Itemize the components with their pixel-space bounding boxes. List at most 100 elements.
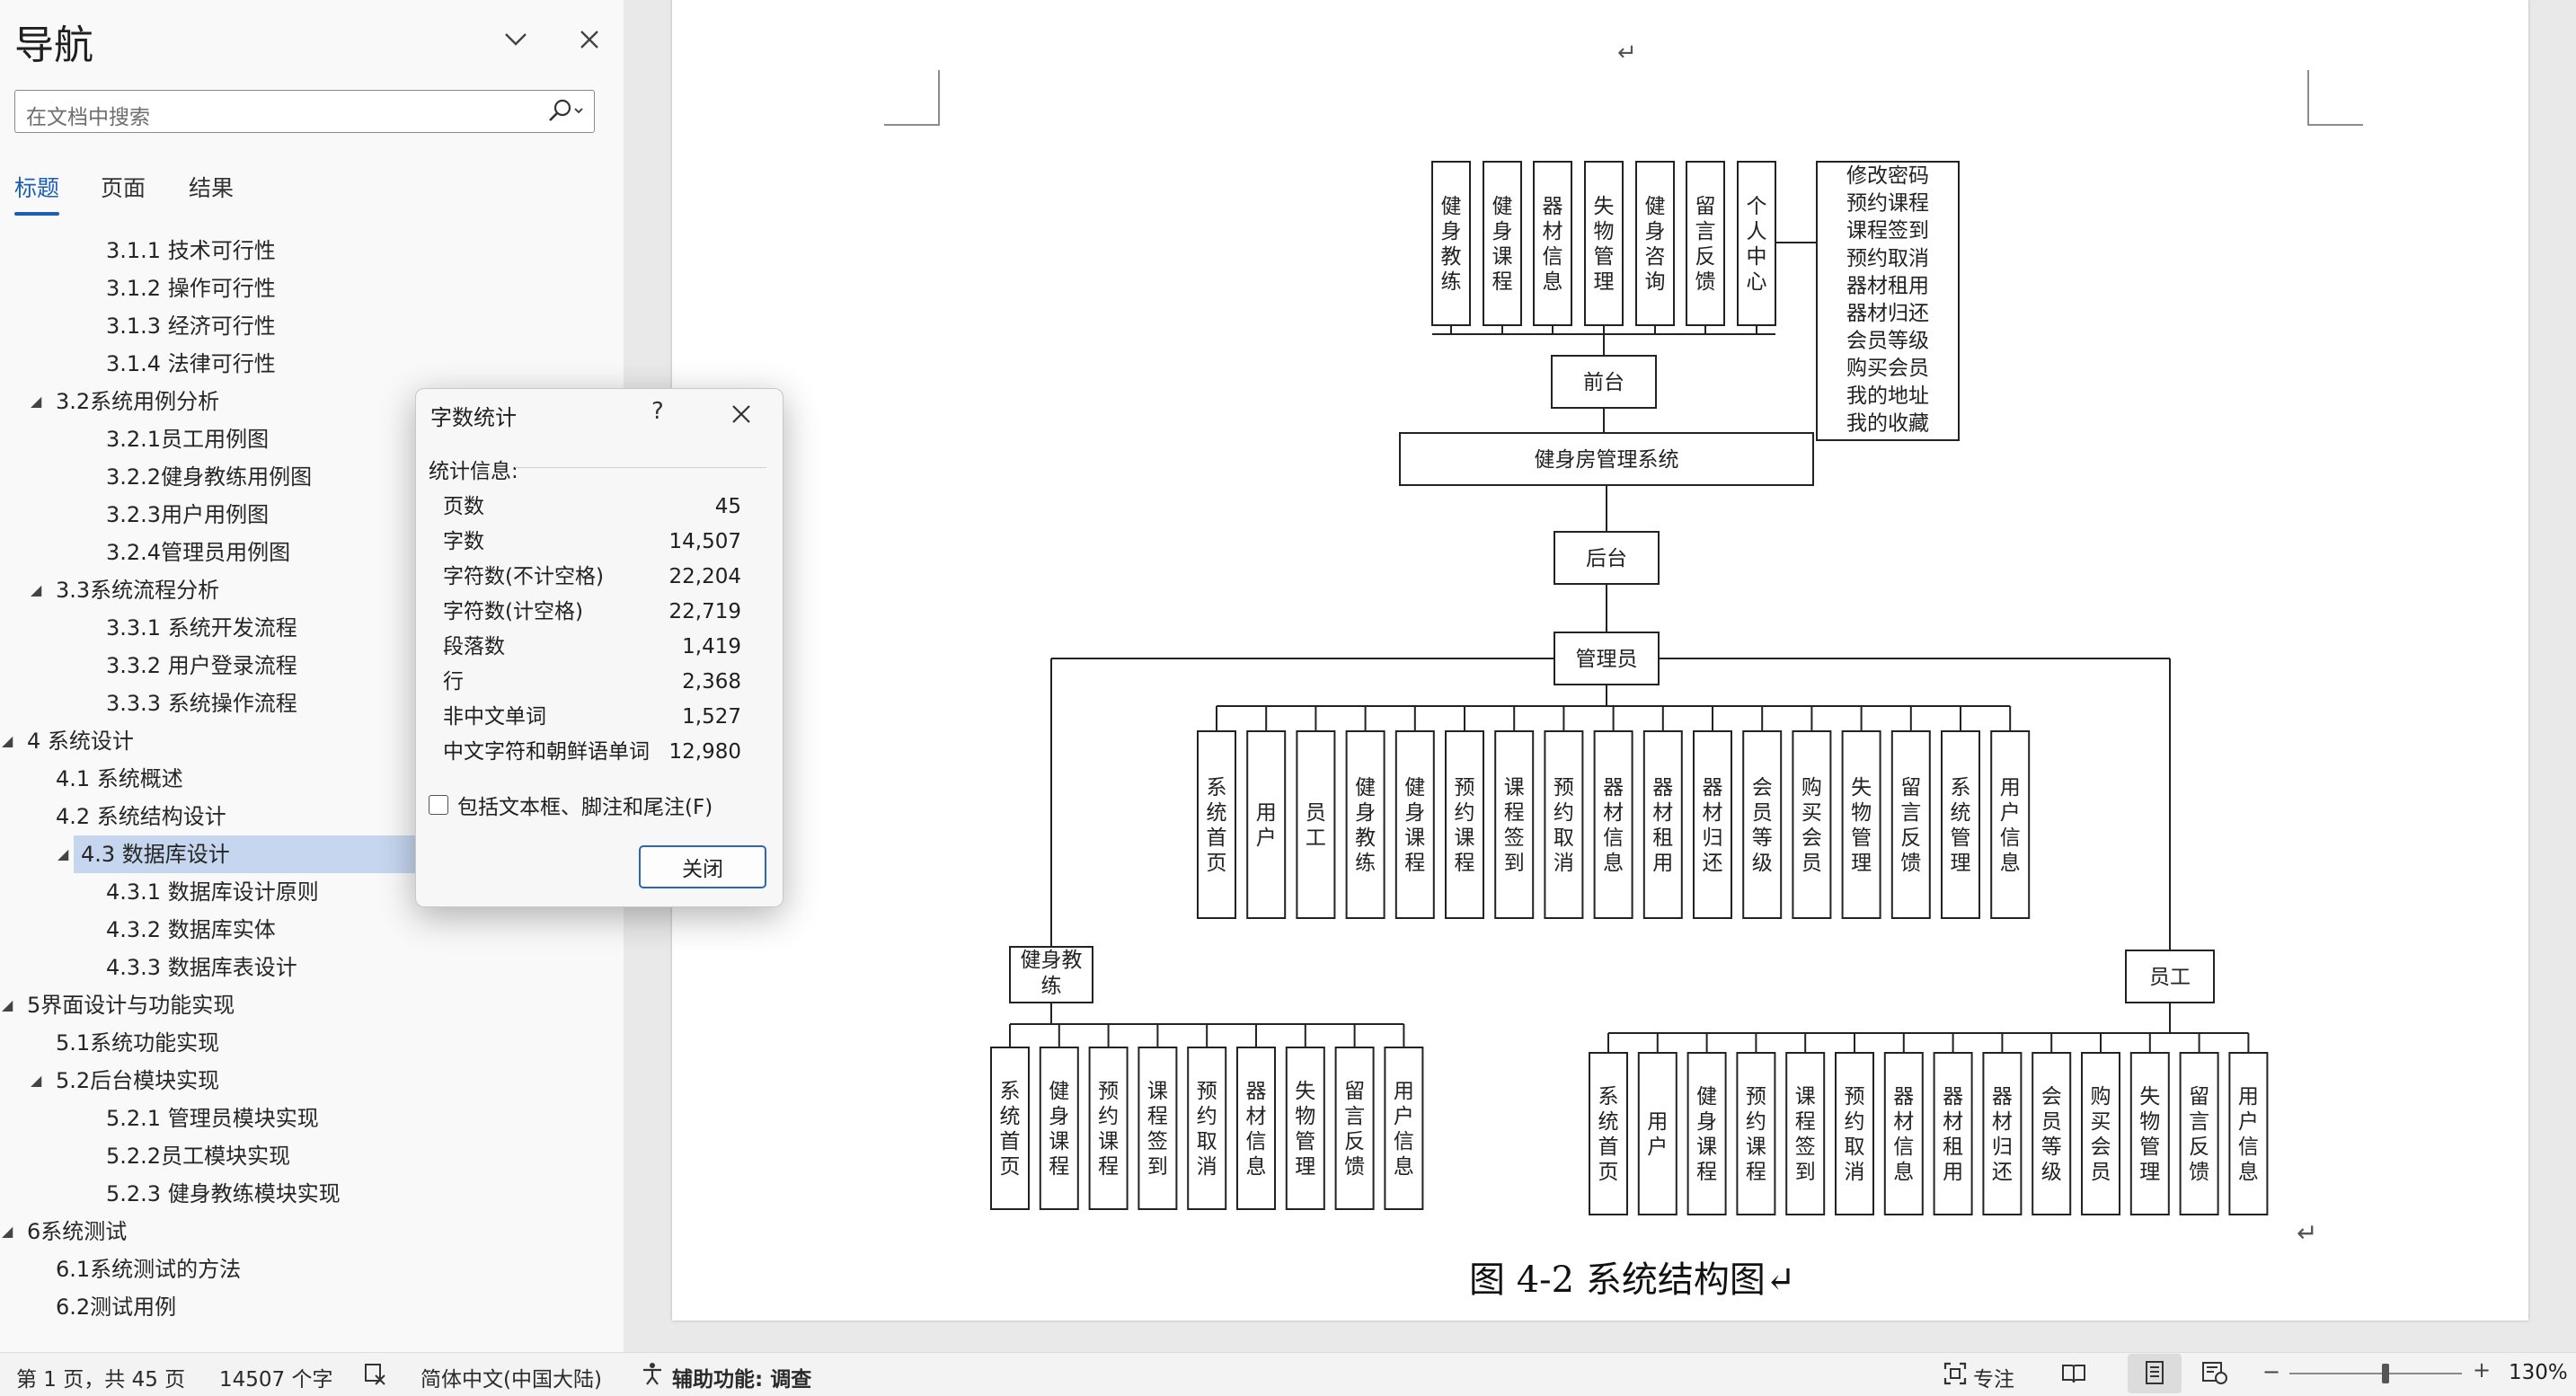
front-module-box-label: 身 <box>1492 220 1513 243</box>
system-structure-diagram: 健身教练健身课程器材信息失物管理健身咨询留言反馈个人中心修改密码预约课程课程签到… <box>990 161 2269 1215</box>
outline-item[interactable]: 3.2.1员工用例图 <box>0 420 624 458</box>
checkbox-label: 包括文本框、脚注和尾注(F) <box>457 796 713 819</box>
staff-module-box-label: 反 <box>2189 1135 2209 1159</box>
outline-item[interactable]: ◢6系统测试 <box>0 1213 624 1250</box>
outline-item[interactable]: ◢4 系统设计 <box>0 722 624 760</box>
staff-module-box <box>1883 1052 1924 1215</box>
admin-module-box-label: 程 <box>1504 801 1525 825</box>
print-layout-highlight <box>2128 1354 2182 1393</box>
outline-item[interactable]: 5.2.3 健身教练模块实现 <box>0 1175 624 1213</box>
close-button[interactable]: 关闭 <box>639 845 766 888</box>
web-layout-icon[interactable] <box>2201 1360 2227 1385</box>
stat-value: 45 <box>714 495 741 518</box>
outline-item[interactable]: 5.1系统功能实现 <box>0 1024 624 1062</box>
outline-item[interactable]: ◢5.2后台模块实现 <box>0 1062 624 1100</box>
tab-results[interactable]: 结果 <box>189 175 235 201</box>
tab-pages[interactable]: 页面 <box>101 175 146 201</box>
front-module-box-label: 材 <box>1543 220 1563 243</box>
zoom-slider[interactable] <box>2289 1373 2462 1374</box>
zoom-level[interactable]: 130% <box>2509 1361 2568 1384</box>
language-indicator[interactable]: 简体中文(中国大陆) <box>420 1368 602 1392</box>
collapse-triangle-icon[interactable]: ◢ <box>2 732 13 749</box>
dialog-close-icon[interactable] <box>721 396 761 432</box>
front-module-box-label: 练 <box>1441 270 1462 294</box>
outline-item[interactable]: 4.1 系统概述 <box>0 760 624 798</box>
collapse-triangle-icon[interactable]: ◢ <box>31 1072 42 1089</box>
outline-item[interactable]: 4.2 系统结构设计 <box>0 798 624 835</box>
outline-item[interactable]: 3.1.3 经济可行性 <box>0 307 624 345</box>
outline-item[interactable]: 3.1.4 法律可行性 <box>0 345 624 383</box>
outline-item[interactable]: 3.3.1 系统开发流程 <box>0 609 624 647</box>
collapse-triangle-icon[interactable]: ◢ <box>31 581 42 598</box>
stat-row: 字符数(不计空格)22,204 <box>443 560 741 595</box>
outline-item[interactable]: 3.2.2健身教练用例图 <box>0 458 624 496</box>
collapse-triangle-icon[interactable]: ◢ <box>2 996 13 1013</box>
personal-center-item: 预约课程 <box>1846 192 1929 216</box>
tab-headings[interactable]: 标题 <box>14 175 60 201</box>
outline-item[interactable]: 4.3.1 数据库设计原则 <box>0 873 624 911</box>
search-placeholder: 在文档中搜索 <box>26 106 150 129</box>
admin-module-box-label: 会 <box>1752 776 1773 800</box>
accessibility-status[interactable]: 辅助功能: 调查 <box>672 1368 812 1392</box>
outline-item[interactable]: 3.2.3用户用例图 <box>0 496 624 534</box>
admin-module-box-label: 健 <box>1404 776 1425 800</box>
print-layout-icon[interactable] <box>2142 1360 2167 1385</box>
collapse-triangle-icon[interactable]: ◢ <box>31 393 42 410</box>
nav-search-input[interactable]: 在文档中搜索 <box>14 90 595 133</box>
admin-module-box-label: 身 <box>1355 801 1376 825</box>
admin-module-box-label: 管 <box>1851 826 1872 850</box>
read-mode-icon[interactable] <box>2061 1361 2086 1386</box>
outline-item[interactable]: 3.1.1 技术可行性 <box>0 232 624 269</box>
outline-item[interactable]: 6.2测试用例 <box>0 1288 624 1326</box>
page-indicator[interactable]: 第 1 页，共 45 页 <box>16 1368 186 1392</box>
outline-item[interactable]: 3.3.3 系统操作流程 <box>0 685 624 722</box>
outline-item-label: 3.3.1 系统开发流程 <box>106 615 297 641</box>
admin-module-box-label: 户 <box>2000 801 2021 825</box>
checkbox-box[interactable] <box>429 795 448 815</box>
accessibility-icon[interactable] <box>640 1361 665 1386</box>
outline-item[interactable]: ◢3.2系统用例分析 <box>0 383 624 420</box>
outline-item[interactable]: 3.2.4管理员用例图 <box>0 534 624 571</box>
outline-item[interactable]: 4.3.3 数据库表设计 <box>0 949 624 986</box>
word-count-indicator[interactable]: 14507 个字 <box>219 1368 333 1392</box>
staff-module-box-label: 程 <box>1746 1161 1766 1184</box>
zoom-in-button[interactable]: + <box>2473 1357 2492 1383</box>
outline-item-label: 6.2测试用例 <box>56 1294 177 1320</box>
staff-module-box-label: 会 <box>2091 1135 2111 1159</box>
coach-box-label: 健身教 <box>1021 949 1083 972</box>
front-module-box-label: 言 <box>1695 220 1716 243</box>
outline-item[interactable]: 3.3.2 用户登录流程 <box>0 647 624 685</box>
help-button[interactable]: ? <box>651 398 664 425</box>
admin-module-box <box>1890 730 1931 919</box>
nav-close-icon[interactable] <box>570 20 609 59</box>
nav-options-chevron-icon[interactable] <box>496 20 536 59</box>
staff-module-box-label: 息 <box>1893 1161 1914 1184</box>
admin-module-box-label: 员 <box>1306 801 1326 825</box>
outline-item[interactable]: 4.3.2 数据库实体 <box>0 911 624 949</box>
admin-module-box-label: 管 <box>1951 826 1971 850</box>
include-textboxes-checkbox[interactable]: 包括文本框、脚注和尾注(F) <box>429 790 713 820</box>
outline-item[interactable]: 5.2.2员工模块实现 <box>0 1137 624 1175</box>
focus-icon[interactable] <box>1943 1361 1968 1386</box>
outline-item[interactable]: 5.2.1 管理员模块实现 <box>0 1100 624 1137</box>
admin-module-box-label: 还 <box>1703 852 1723 875</box>
front-module-box <box>1686 161 1725 326</box>
proofing-icon[interactable] <box>363 1361 388 1386</box>
active-tab-indicator <box>14 212 59 216</box>
outline-item[interactable]: 3.1.2 操作可行性 <box>0 269 624 307</box>
zoom-slider-thumb[interactable] <box>2382 1364 2389 1383</box>
focus-label[interactable]: 专注 <box>1973 1368 2014 1392</box>
outline-item[interactable]: ◢3.3系统流程分析 <box>0 571 624 609</box>
collapse-triangle-icon[interactable]: ◢ <box>2 1223 13 1240</box>
search-icon[interactable] <box>545 98 585 128</box>
staff-module-box-label: 首 <box>1598 1135 1619 1159</box>
staff-module-box-label: 用 <box>2238 1085 2259 1109</box>
staff-module-box <box>1982 1052 2023 1215</box>
front-module-box-label: 询 <box>1645 270 1666 294</box>
collapse-triangle-icon[interactable]: ◢ <box>58 845 69 862</box>
zoom-out-button[interactable]: − <box>2262 1359 2281 1384</box>
outline-item[interactable]: 6.1系统测试的方法 <box>0 1250 624 1288</box>
outline-item[interactable]: ◢4.3 数据库设计 <box>58 835 415 873</box>
coach-box-label: 练 <box>1041 975 1062 998</box>
outline-item[interactable]: ◢5界面设计与功能实现 <box>0 986 624 1024</box>
